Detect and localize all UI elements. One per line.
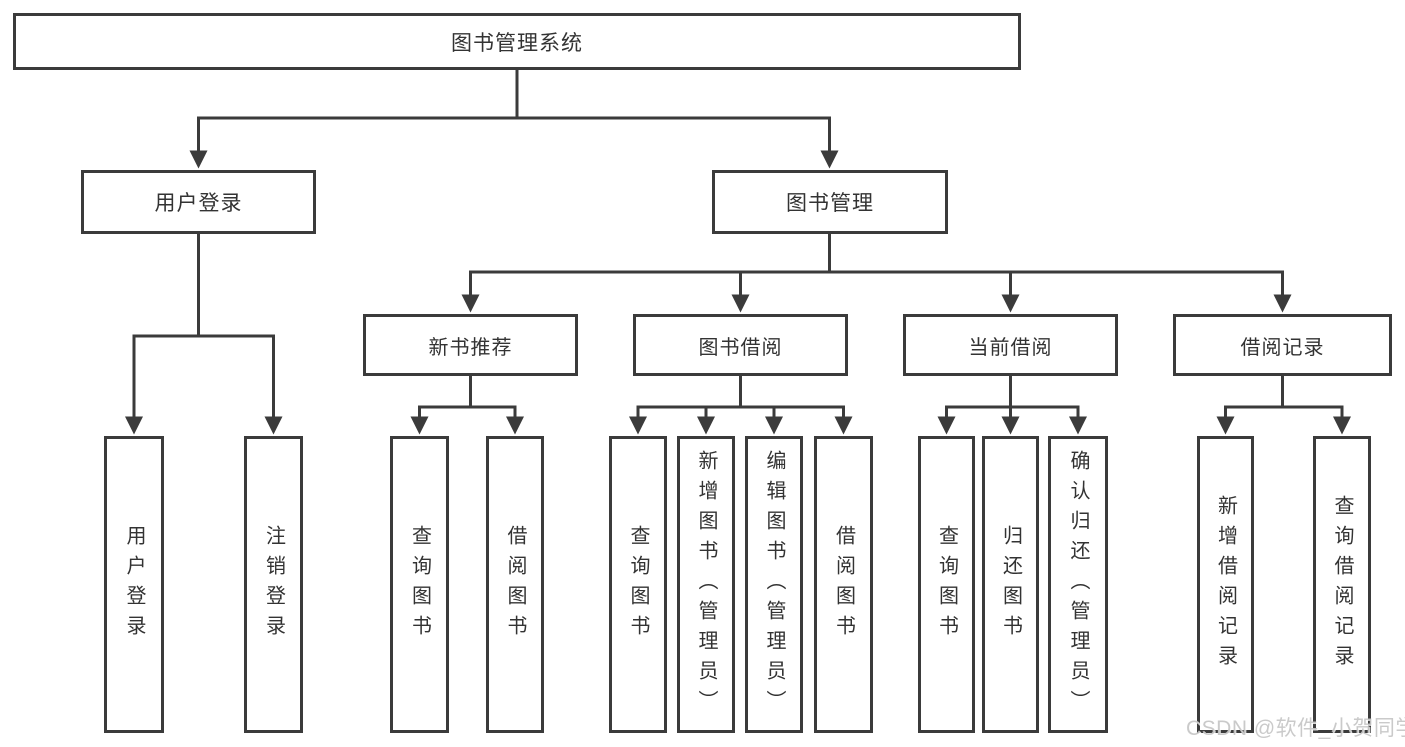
leaf-return-books-label: 归还图书 xyxy=(999,524,1022,645)
leaf-confirm-return-admin-label: 确认归还（管理员） xyxy=(1067,449,1089,720)
node-user-login: 用户登录 xyxy=(81,170,316,234)
leaf-query-books-borrow: 查询图书 xyxy=(609,436,667,733)
leaf-edit-books-admin-label: 编辑图书（管理员） xyxy=(763,449,785,720)
node-library-management-system: 图书管理系统 xyxy=(13,13,1021,70)
leaf-add-books-admin-label: 新增图书（管理员） xyxy=(695,449,717,720)
node-book-borrow: 图书借阅 xyxy=(633,314,848,376)
node-new-book-recommend: 新书推荐 xyxy=(363,314,578,376)
leaf-query-books-current: 查询图书 xyxy=(918,436,975,733)
leaf-borrow-books-recommend: 借阅图书 xyxy=(486,436,544,733)
leaf-return-books: 归还图书 xyxy=(982,436,1039,733)
leaf-add-borrow-record-label: 新增借阅记录 xyxy=(1214,494,1237,675)
leaf-confirm-return-admin: 确认归还（管理员） xyxy=(1048,436,1108,733)
leaf-borrow-books-recommend-label: 借阅图书 xyxy=(504,524,526,645)
leaf-add-books-admin: 新增图书（管理员） xyxy=(677,436,735,733)
csdn-watermark: CSDN @软件_小贺同学 xyxy=(1186,717,1405,740)
leaf-borrow-books: 借阅图书 xyxy=(814,436,873,733)
leaf-query-books-current-label: 查询图书 xyxy=(935,524,958,645)
leaf-query-books-recommend-label: 查询图书 xyxy=(408,524,431,645)
leaf-query-books-borrow-label: 查询图书 xyxy=(627,524,649,645)
leaf-borrow-books-label: 借阅图书 xyxy=(832,524,855,645)
node-book-management: 图书管理 xyxy=(712,170,948,234)
leaf-query-books-recommend: 查询图书 xyxy=(390,436,449,733)
leaf-edit-books-admin: 编辑图书（管理员） xyxy=(745,436,803,733)
node-current-borrow: 当前借阅 xyxy=(903,314,1118,376)
leaf-logout-label: 注销登录 xyxy=(262,524,285,645)
leaf-query-borrow-record: 查询借阅记录 xyxy=(1313,436,1371,733)
node-borrow-records: 借阅记录 xyxy=(1173,314,1392,376)
leaf-logout: 注销登录 xyxy=(244,436,303,733)
leaf-user-login: 用户登录 xyxy=(104,436,164,733)
leaf-add-borrow-record: 新增借阅记录 xyxy=(1197,436,1254,733)
leaf-query-borrow-record-label: 查询借阅记录 xyxy=(1331,494,1353,675)
leaf-user-login-label: 用户登录 xyxy=(123,524,145,645)
